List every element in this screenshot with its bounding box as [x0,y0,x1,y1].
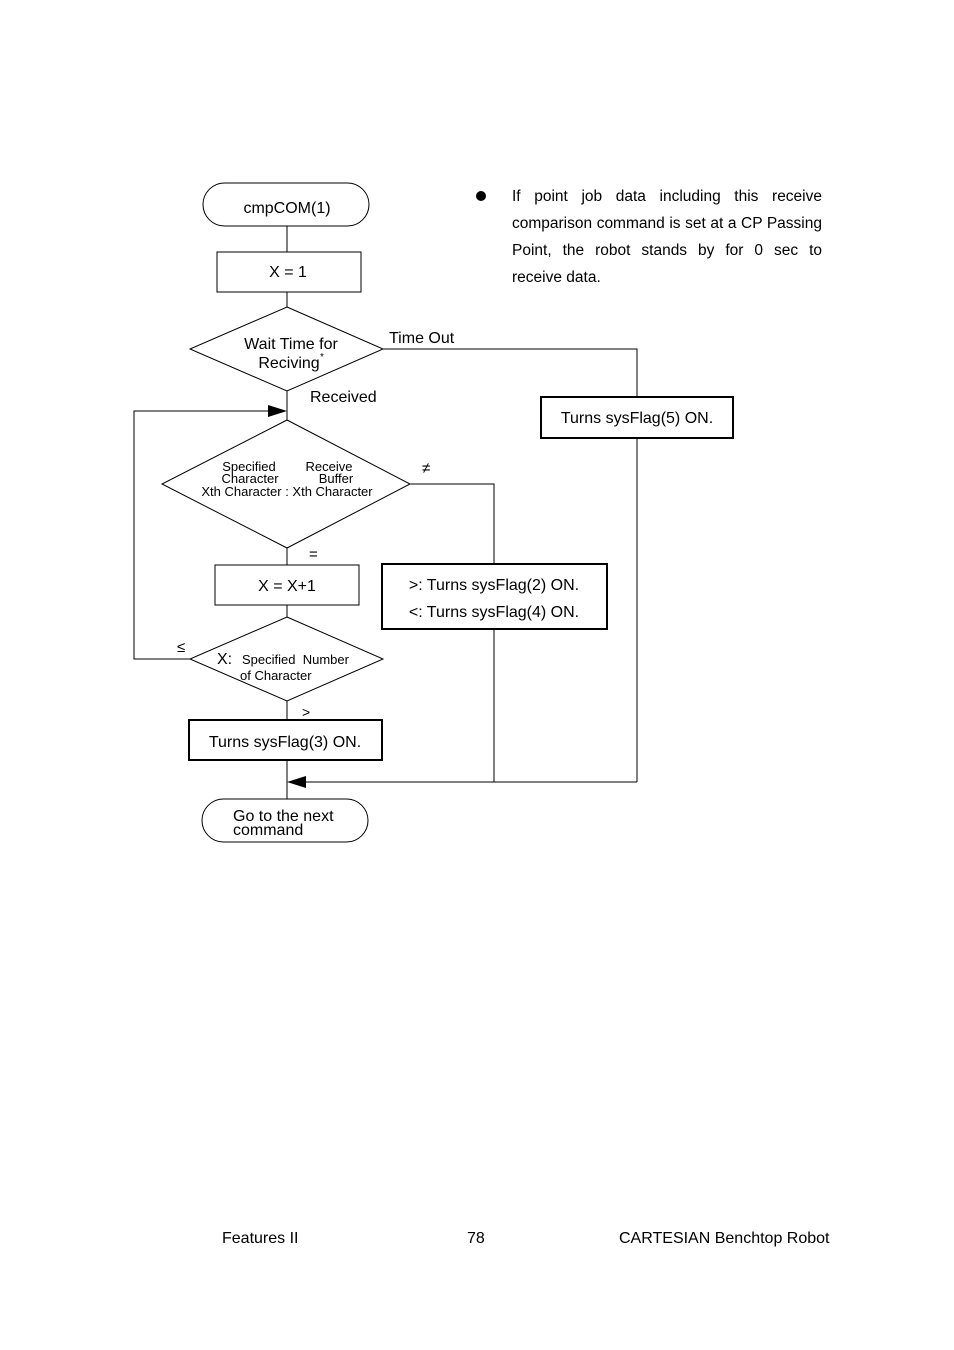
init-label: X = 1 [269,264,307,281]
mismatch-flags-line1: >: Turns sysFlag(2) ON. [409,577,579,594]
compare-line3: Xth Character : Xth Character [201,484,373,499]
mismatch-flags-box [381,563,608,630]
merge-arrowhead [287,776,306,788]
compare-col2-line2: Buffer [319,471,354,486]
footer-section-title: Features II [222,1230,299,1247]
wait-decision-diamond [188,306,385,392]
wait-decision-asterisk: * [320,352,324,363]
wait-decision-line2: Reciving [258,355,319,372]
footer-document-title: CARTESIAN Benchtop Robot [619,1230,830,1247]
compare-col1-line2: Character [221,471,279,486]
count-decision-line1: Specified Number [242,652,350,667]
lte-label: ≤ [177,639,185,656]
flag3-label: Turns sysFlag(3) ON. [209,734,361,751]
connector-not-equal [410,483,495,564]
flag5-label: Turns sysFlag(5) ON. [561,410,713,427]
count-decision-line2: of Character [240,668,312,683]
note-text: If point job data including this receive… [512,188,822,286]
end-terminal [201,798,369,843]
flag3-process-box [188,719,383,761]
equal-label: = [309,546,318,563]
compare-decision-diamond [160,419,412,549]
connector-loop-back [133,410,270,660]
wait-decision-line1: Wait Time for [244,336,338,353]
start-label: cmpCOM(1) [243,200,330,217]
end-label-line2: command [233,822,303,839]
not-equal-label: ≠ [422,460,430,477]
init-process-box [216,251,362,293]
connector-timeout [383,348,638,397]
gt-label: > [302,704,310,720]
increment-label: X = X+1 [258,578,316,595]
footer-page-number: 78 [467,1230,485,1247]
timeout-label: Time Out [389,330,455,347]
count-decision-diamond [188,616,385,702]
compare-col2-line1: Receive [306,459,353,474]
bullet-icon [476,191,486,201]
count-decision-prefix: X: [217,651,232,668]
start-terminal [202,182,370,227]
end-label-line1: Go to the next [233,808,334,825]
mismatch-flags-line2: <: Turns sysFlag(4) ON. [409,604,579,621]
increment-process-box [214,564,360,606]
received-label: Received [310,389,377,406]
loop-arrowhead [268,405,287,417]
compare-col1-line1: Specified [222,459,275,474]
flag5-process-box [540,396,734,439]
